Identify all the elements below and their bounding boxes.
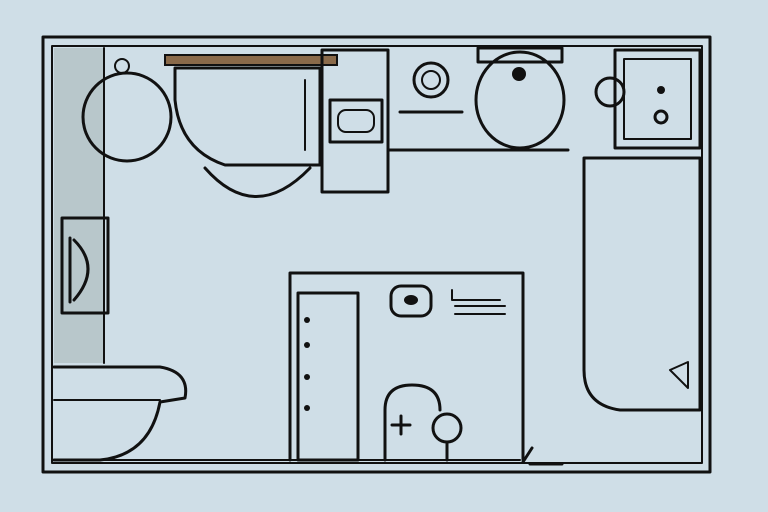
round-basin: [81, 71, 173, 163]
shower-tray: [582, 156, 702, 412]
shower-valve-icon: [669, 361, 689, 389]
vanity-top: [164, 54, 338, 66]
outer-wall: [41, 35, 712, 474]
door-hinge-1: [304, 317, 310, 323]
drain-icon: [412, 61, 450, 99]
toilet-flush-icon: [512, 67, 526, 81]
towel-rail-icon: [451, 289, 506, 315]
door-threshold: [521, 446, 564, 466]
sink-icon: [389, 284, 433, 318]
wall-heater-arc: [72, 238, 90, 302]
arched-mirror: [383, 383, 442, 462]
door-hinge-2: [304, 342, 310, 348]
wall-cabinet: [613, 48, 702, 150]
vanity-lower-arc: [203, 166, 312, 198]
center-room: [288, 271, 525, 462]
basin-tap-icon: [114, 58, 130, 74]
wall-heater: [60, 216, 110, 315]
vanity-bowl: [173, 66, 322, 167]
left-wall-strip: [54, 48, 104, 363]
plus-icon: [390, 414, 412, 436]
toilet-tank: [476, 46, 564, 64]
door-hinge-4: [304, 405, 310, 411]
bathtub: [52, 365, 188, 462]
wall-cabinet-inner: [623, 58, 692, 140]
toilet-bowl: [474, 50, 566, 150]
door-hinge-3: [304, 374, 310, 380]
sink-drain-icon: [404, 295, 418, 305]
washer-panel: [328, 98, 384, 144]
knob-icon: [653, 109, 669, 125]
drain-inner-icon: [421, 70, 441, 90]
inner-wall: [51, 45, 703, 464]
cabinet-block: [320, 48, 390, 194]
keyhole-icon: [657, 86, 665, 94]
washer-door-icon: [337, 109, 375, 133]
